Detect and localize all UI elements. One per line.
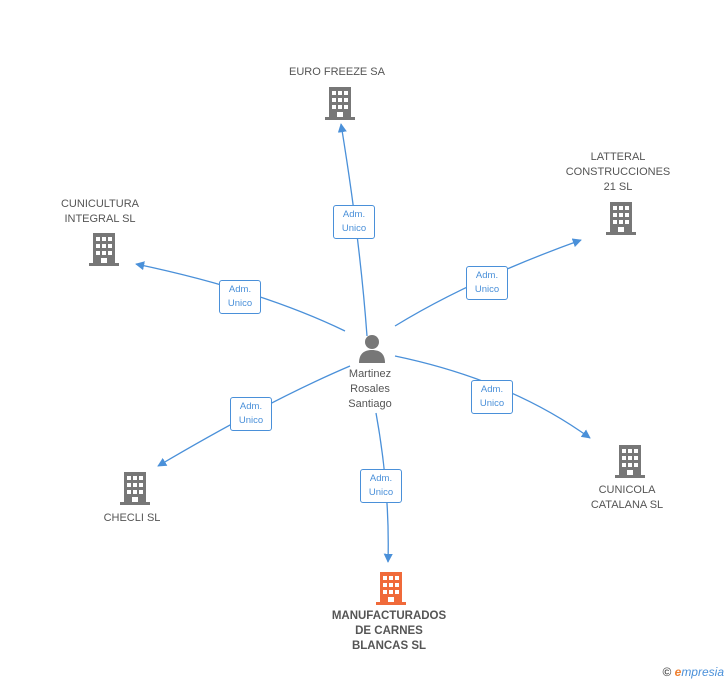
role-line1: Adm. <box>228 284 252 295</box>
brand-logo: © empresia <box>662 665 724 679</box>
role-line1: Adm. <box>342 209 366 220</box>
company-name[interactable]: LATTERAL CONSTRUCCIONES 21 SL <box>565 151 671 193</box>
brand-first-letter: e <box>674 665 682 679</box>
role-line2: Unico <box>474 284 500 295</box>
building-icon[interactable] <box>324 86 356 120</box>
role-line2: Unico <box>238 415 264 426</box>
role-line1: Adm. <box>480 384 504 395</box>
role-badge[interactable]: Adm. Unico <box>471 380 513 414</box>
role-line2: Unico <box>227 298 253 309</box>
role-badge[interactable]: Adm. Unico <box>219 280 261 314</box>
brand-rest: mpresia <box>681 665 724 679</box>
role-line1: Adm. <box>369 473 393 484</box>
person-name[interactable]: Martinez Rosales Santiago <box>348 368 392 410</box>
building-icon[interactable] <box>614 444 646 478</box>
role-line1: Adm. <box>239 401 263 412</box>
role-badge[interactable]: Adm. Unico <box>230 397 272 431</box>
building-icon[interactable] <box>605 201 637 235</box>
role-line1: Adm. <box>475 270 499 281</box>
role-line2: Unico <box>341 223 367 234</box>
building-icon[interactable] <box>119 471 151 505</box>
building-icon[interactable] <box>88 232 120 266</box>
role-badge[interactable]: Adm. Unico <box>333 205 375 239</box>
role-badge[interactable]: Adm. Unico <box>466 266 508 300</box>
company-name[interactable]: CUNICOLA CATALANA SL <box>590 484 664 511</box>
company-name[interactable]: MANUFACTURADOS DE CARNES BLANCAS SL <box>331 610 447 652</box>
company-name[interactable]: CUNICULTURA INTEGRAL SL <box>60 198 140 225</box>
copyright-icon: © <box>662 665 672 679</box>
role-badge[interactable]: Adm. Unico <box>360 469 402 503</box>
company-name[interactable]: CHECLI SL <box>103 512 161 524</box>
person-icon[interactable] <box>357 333 387 363</box>
role-line2: Unico <box>368 487 394 498</box>
building-icon-highlighted[interactable] <box>375 571 407 605</box>
company-name[interactable]: EURO FREEZE SA <box>289 66 385 78</box>
role-line2: Unico <box>479 398 505 409</box>
